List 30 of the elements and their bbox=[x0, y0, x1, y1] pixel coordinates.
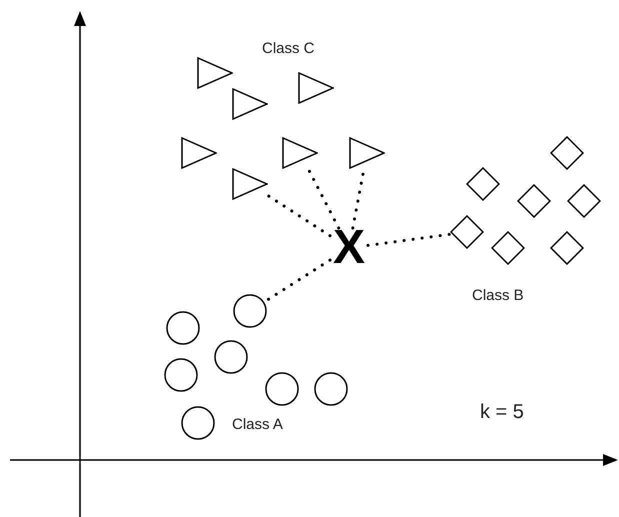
class-label: Class B bbox=[472, 286, 524, 306]
circle-marker bbox=[214, 340, 248, 374]
diamond-marker bbox=[567, 184, 601, 218]
diamond-marker bbox=[517, 184, 551, 218]
class-label: Class C bbox=[262, 39, 315, 59]
circle-marker bbox=[164, 358, 198, 392]
circle-marker bbox=[233, 294, 267, 328]
query-point-mark: X bbox=[332, 224, 365, 272]
diamond-marker bbox=[466, 167, 500, 201]
triangle-marker bbox=[232, 168, 268, 200]
diamond-marker bbox=[450, 215, 484, 249]
diamond-marker bbox=[491, 231, 525, 265]
diamond-marker bbox=[550, 231, 584, 265]
circle-marker bbox=[181, 406, 215, 440]
triangle-marker bbox=[232, 88, 268, 120]
circle-marker bbox=[314, 372, 348, 406]
diamond-marker bbox=[550, 136, 584, 170]
triangle-marker bbox=[181, 137, 217, 169]
triangle-marker bbox=[282, 137, 318, 169]
dotted-connector bbox=[366, 232, 452, 247]
class-label: k = 5 bbox=[480, 400, 524, 425]
circle-marker bbox=[166, 311, 200, 345]
triangle-marker bbox=[298, 72, 334, 104]
class-label: Class A bbox=[232, 415, 283, 435]
dotted-connector bbox=[266, 194, 332, 238]
dotted-connector bbox=[306, 168, 340, 230]
triangle-marker bbox=[349, 137, 385, 169]
circle-marker bbox=[265, 372, 299, 406]
dotted-connector bbox=[266, 258, 332, 302]
triangle-marker bbox=[197, 57, 233, 89]
